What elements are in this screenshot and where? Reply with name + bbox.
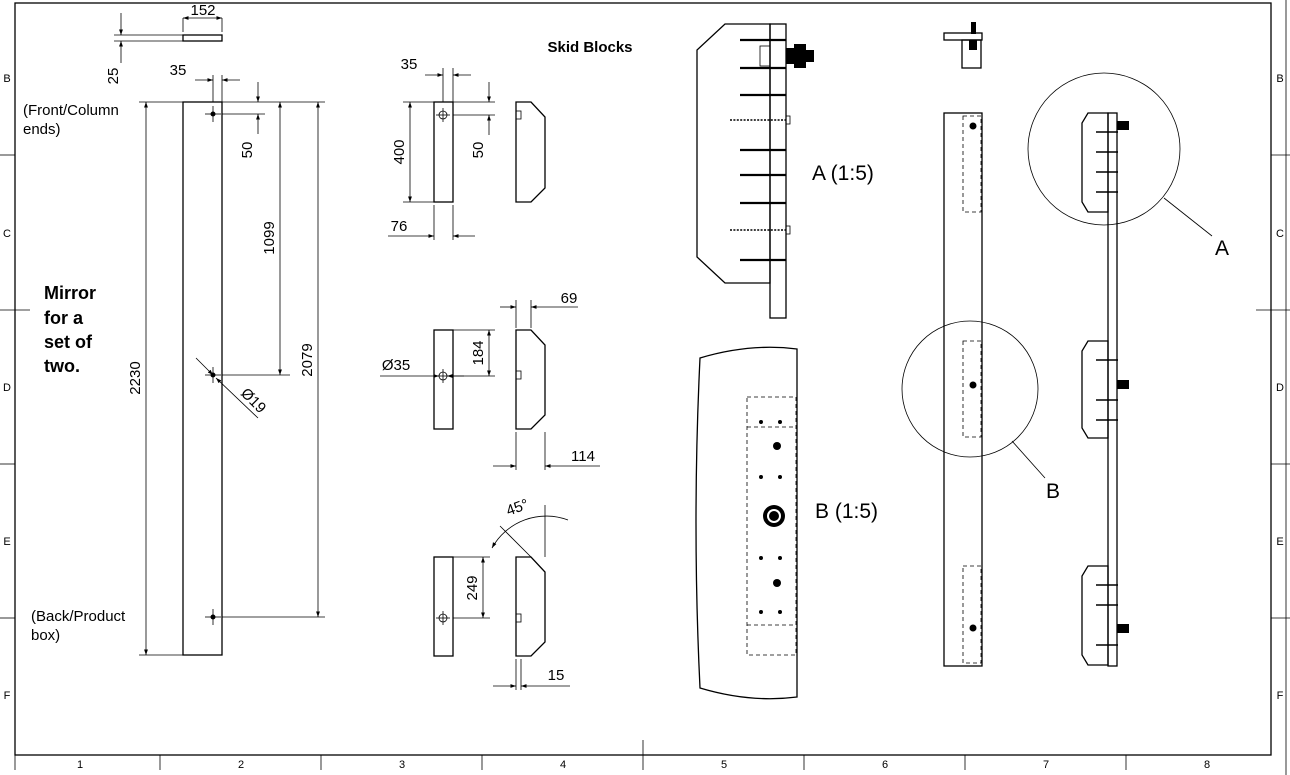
back-label: (Back/Product box): [31, 608, 126, 644]
back-label-line1: (Back/Product: [31, 608, 126, 625]
dim-dia-19: Ø19: [237, 385, 269, 417]
dim-2079: 2079: [299, 343, 316, 376]
detail-a-scale-label: A (1:5): [812, 162, 874, 185]
dim-76: 76: [391, 218, 408, 235]
detail-b-view: B (1:5): [695, 346, 878, 700]
skid-block-view-2: Ø35 184 69 114: [380, 290, 600, 470]
detail-a-view: A (1:5): [696, 23, 874, 319]
grid-column-labels: 1 2 3 4 5 6 7 8: [77, 759, 1210, 771]
dim-114: 114: [571, 448, 595, 465]
detail-a-marker: A: [1215, 237, 1229, 260]
grid-row-label: D: [3, 382, 11, 394]
grid-row-label: D: [1276, 382, 1284, 394]
dim-152: 152: [190, 2, 215, 19]
front-label: (Front/Column ends): [23, 102, 119, 138]
dim-dia-35: Ø35: [382, 357, 410, 374]
assembly-front-view: B: [901, 22, 1060, 667]
dim-15: 15: [548, 667, 565, 684]
grid-row-label: F: [1277, 690, 1284, 702]
assembly-side-view: A: [1027, 72, 1229, 667]
runner-section-top: [182, 34, 223, 42]
grid-column-label: 2: [238, 759, 244, 771]
grid-column-label: 1: [77, 759, 83, 771]
grid-column-label: 7: [1043, 759, 1049, 771]
grid-column-label: 8: [1204, 759, 1210, 771]
detail-b-scale-label: B (1:5): [815, 500, 878, 523]
dim-50-block: 50: [470, 142, 487, 159]
grid-row-label: B: [1276, 73, 1283, 85]
grid-row-label: C: [1276, 228, 1284, 240]
main-runner-view: 152 25 35 50 1099 2: [105, 2, 325, 656]
dim-25: 25: [105, 68, 122, 85]
mirror-note-line: for a: [44, 308, 84, 328]
grid-row-labels-left: B C D E F: [3, 73, 11, 702]
grid-row-label: E: [3, 536, 10, 548]
grid-column-label: 4: [560, 759, 566, 771]
back-label-line2: box): [31, 627, 60, 644]
grid-column-label: 3: [399, 759, 405, 771]
grid-row-label: E: [1276, 536, 1283, 548]
front-label-line2: ends): [23, 121, 61, 138]
mirror-note-line: set of: [44, 332, 93, 352]
grid-row-label: C: [3, 228, 11, 240]
grid-column-label: 5: [721, 759, 727, 771]
dim-35-top: 35: [170, 62, 187, 79]
drawing-title: Skid Blocks: [547, 39, 632, 56]
skid-block-view-3: 249 45° 15: [433, 496, 570, 690]
grid-column-label: 6: [882, 759, 888, 771]
runner-bar: [182, 101, 223, 656]
grid-row-labels-right: B C D E F: [1276, 73, 1284, 702]
mirror-note: Mirror for a set of two.: [44, 283, 96, 376]
grid-row-label: F: [4, 690, 11, 702]
dim-249: 249: [464, 575, 481, 600]
dim-50-runner: 50: [239, 142, 256, 159]
detail-b-marker: B: [1046, 480, 1060, 503]
mirror-note-line: Mirror: [44, 283, 96, 303]
dim-45-degree: 45°: [504, 496, 531, 520]
grid-row-label: B: [3, 73, 10, 85]
dim-35-block: 35: [401, 56, 418, 73]
dim-400: 400: [391, 139, 408, 164]
dim-2230: 2230: [127, 361, 144, 394]
skid-block-view-1: 35 400 50 76: [388, 56, 546, 240]
dim-69: 69: [561, 290, 578, 307]
mirror-note-line: two.: [44, 356, 80, 376]
front-label-line1: (Front/Column: [23, 102, 119, 119]
dim-184: 184: [470, 340, 487, 365]
dim-1099: 1099: [261, 221, 278, 254]
